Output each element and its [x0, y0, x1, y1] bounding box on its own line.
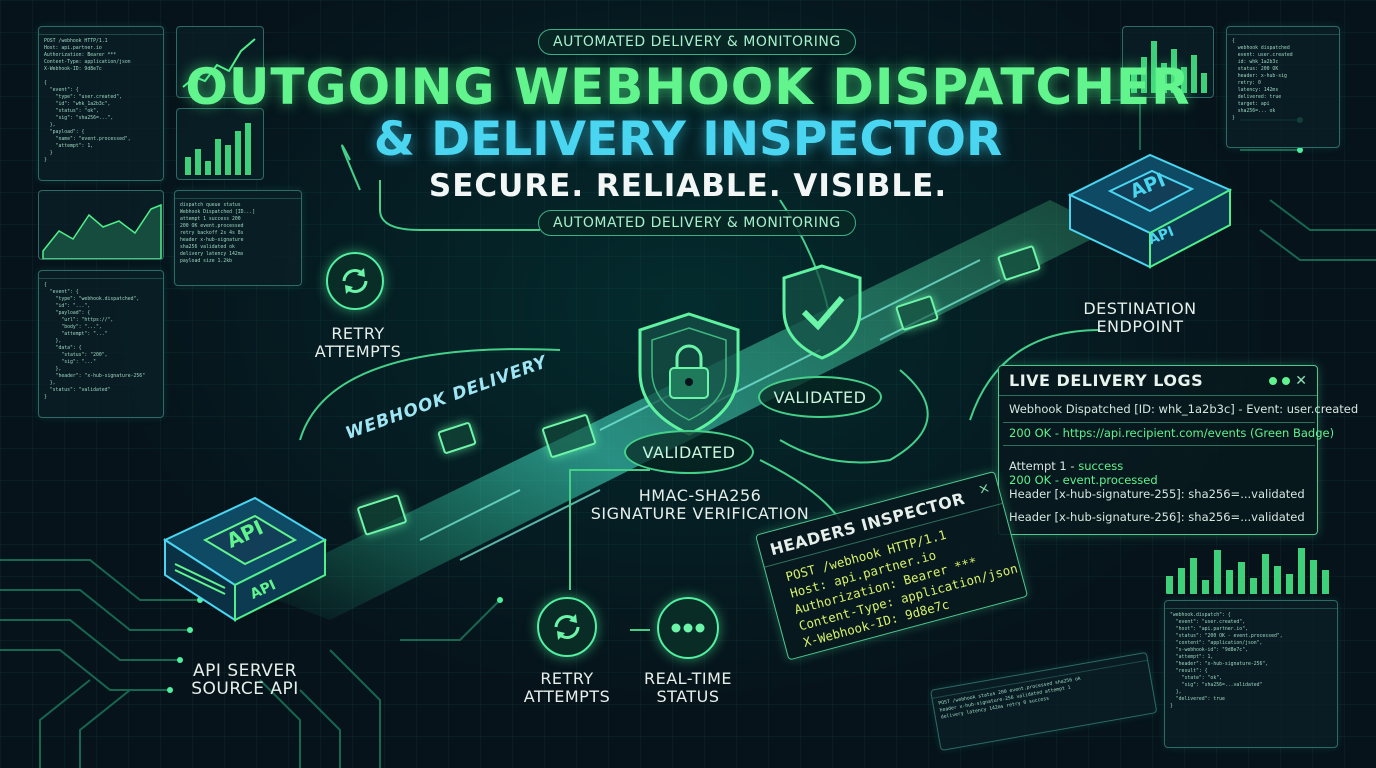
- shield-lock-icon: [638, 312, 740, 436]
- log-line-4: 200 OK - event.processed: [1009, 473, 1158, 487]
- shield-check-icon: [782, 264, 862, 360]
- hmac-line1: HMAC-SHA256: [638, 486, 762, 505]
- title-line-2: & DELIVERY INSPECTOR: [373, 112, 1003, 167]
- retry-bottom-line2: ATTEMPTS: [523, 687, 611, 706]
- kicker-bottom: AUTOMATED DELIVERY & MONITORING: [538, 210, 856, 236]
- source-api-cube: [162, 496, 328, 622]
- hmac-line2: SIGNATURE VERIFICATION: [590, 504, 810, 523]
- destination-label-line1: DESTINATION: [1083, 299, 1197, 318]
- source-label: API SERVER SOURCE API: [170, 662, 320, 698]
- right-bottom-code: "webhook.dispatch": { "event": "user.cre…: [1164, 600, 1338, 748]
- status-dot-icon: [1269, 376, 1278, 385]
- code-panel-log: dispatch queue status Webhook Dispatched…: [174, 190, 302, 286]
- log-line-3: Attempt 1 - success: [1009, 459, 1123, 473]
- log-divider: [1003, 422, 1315, 446]
- log-line-5: Header [x-hub-signature-255]: sha256=...…: [1009, 487, 1305, 501]
- retry-top-line1: RETRY: [331, 324, 385, 343]
- live-delivery-logs-panel: LIVE DELIVERY LOGS ✕ Webhook Dispatched …: [998, 365, 1358, 535]
- title-line-1: OUTGOING WEBHOOK DISPATCHER: [185, 58, 1191, 116]
- status-label: REAL-TIME STATUS: [630, 670, 746, 706]
- close-icon[interactable]: ✕: [1295, 372, 1307, 389]
- window-controls: ✕: [1269, 373, 1307, 389]
- refresh-icon: [342, 268, 368, 294]
- hmac-label: HMAC-SHA256 SIGNATURE VERIFICATION: [570, 487, 830, 523]
- retry-top-label: RETRY ATTEMPTS: [300, 325, 416, 361]
- retry-bottom-label: RETRY ATTEMPTS: [510, 670, 624, 706]
- log-line-3-status: success: [1078, 459, 1124, 473]
- retry-bottom-badge: [537, 597, 597, 657]
- destination-api-cube: [1067, 153, 1233, 269]
- area-chart-panel: [38, 190, 164, 260]
- retry-top-line2: ATTEMPTS: [314, 342, 402, 361]
- status-badge: [657, 597, 719, 659]
- status-line2: STATUS: [656, 687, 720, 706]
- retry-bottom-line1: RETRY: [540, 669, 594, 688]
- retry-top-badge: [326, 252, 384, 310]
- bar-chart-panel: [176, 108, 264, 180]
- validated-secondary-badge: VALIDATED: [758, 376, 882, 418]
- line-chart-panel: [176, 26, 264, 98]
- right-code-panel: { webhook dispatched event: user.created…: [1226, 26, 1340, 148]
- log-line-1: Webhook Dispatched [ID: whk_1a2b3c] - Ev…: [1009, 402, 1359, 416]
- kicker-top: AUTOMATED DELIVERY & MONITORING: [538, 29, 856, 55]
- dots-icon: [671, 623, 705, 633]
- right-bar-chart: [1122, 26, 1214, 98]
- validated-main-badge: VALIDATED: [624, 430, 754, 474]
- close-icon[interactable]: ×: [976, 479, 992, 499]
- code-panel-json-2: { "event": { "type": "webhook.dispatched…: [38, 270, 164, 418]
- refresh-icon: [554, 614, 580, 640]
- code-panel-json: POST /webhook HTTP/1.1 Host: api.partner…: [38, 26, 164, 181]
- tagline: SECURE. RELIABLE. VISIBLE.: [428, 168, 948, 204]
- log-line-2: 200 OK - https://api.recipient.com/event…: [1009, 426, 1334, 440]
- status-line1: REAL-TIME: [643, 669, 732, 688]
- status-dot-icon: [1282, 376, 1291, 385]
- source-label-line1: API SERVER: [193, 661, 297, 681]
- right-bottom-bars: [1164, 540, 1340, 594]
- source-label-line2: SOURCE API: [191, 679, 299, 699]
- destination-label-line2: ENDPOINT: [1096, 317, 1184, 336]
- log-line-2-text: 200 OK - https://api.recipient.com/event…: [1009, 426, 1335, 440]
- live-logs-header: LIVE DELIVERY LOGS ✕: [999, 366, 1317, 396]
- live-logs-title: LIVE DELIVERY LOGS: [1009, 371, 1204, 390]
- log-line-6: Header [x-hub-signature-256]: sha256=...…: [1009, 510, 1305, 524]
- destination-label: DESTINATION ENDPOINT: [1070, 300, 1210, 336]
- log-line-3-prefix: Attempt 1 -: [1009, 459, 1079, 473]
